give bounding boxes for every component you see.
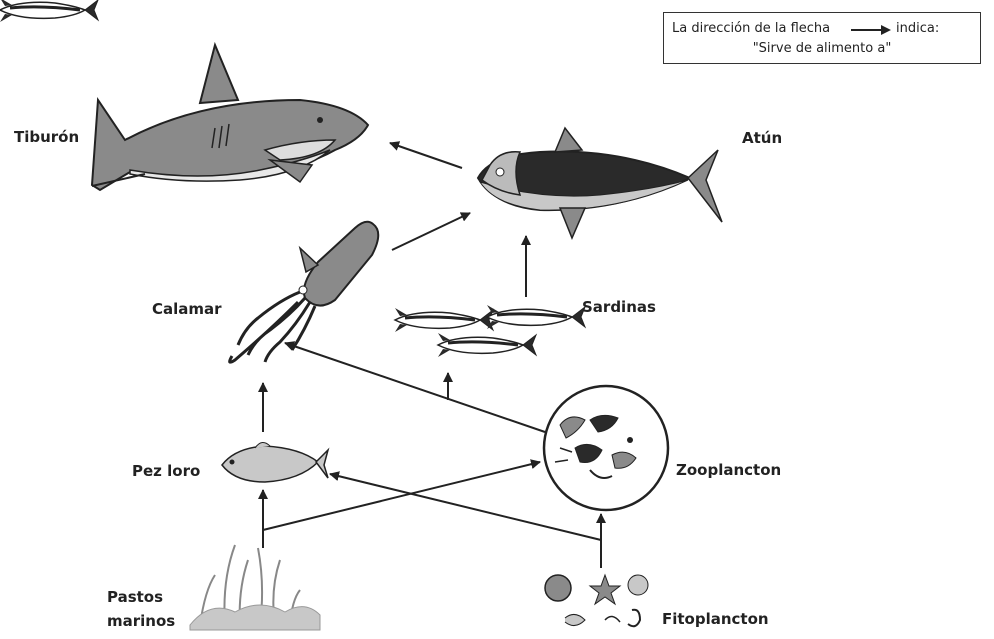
shark-illustration [92, 45, 368, 190]
label-marinos: marinos [107, 612, 175, 630]
phytoplankton-illustration [545, 575, 648, 626]
label-atun: Atún [742, 129, 782, 147]
label-pastos: Pastos [107, 588, 163, 606]
seagrass-illustration [190, 545, 320, 630]
parrot-fish-illustration [222, 442, 328, 482]
label-fitoplancton: Fitoplancton [662, 610, 769, 628]
label-sardinas: Sardinas [582, 298, 656, 316]
label-zooplancton: Zooplancton [676, 461, 781, 479]
arrow-calamar-to-atun [392, 213, 470, 250]
zooplankton-illustration [544, 386, 668, 510]
squid-illustration [230, 222, 379, 363]
arrow-zooplancton-to-calamar [285, 343, 545, 432]
arrow-atun-to-tiburon [390, 143, 462, 168]
label-tiburon: Tiburón [14, 128, 79, 146]
label-calamar: Calamar [152, 300, 222, 318]
label-pez-loro: Pez loro [132, 462, 200, 480]
tuna-illustration [478, 128, 722, 238]
